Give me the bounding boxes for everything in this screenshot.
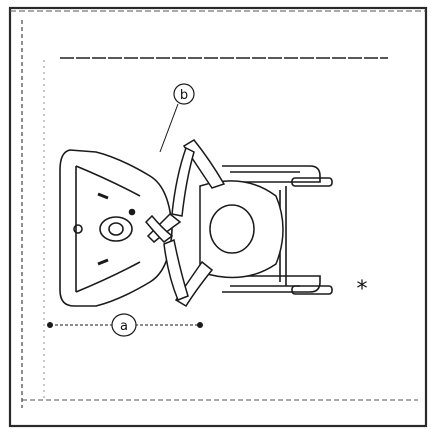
dimension-a-end-left — [47, 322, 53, 328]
label-a-text: a — [120, 319, 128, 334]
label-b-leader-line — [159, 103, 179, 153]
wheel-bottom — [291, 285, 333, 295]
label-b-text: b — [180, 88, 188, 103]
toilet-hinge-top — [97, 192, 109, 200]
toilet — [59, 149, 173, 307]
dimension-a-end-right — [197, 322, 203, 328]
label-a-circle — [111, 313, 137, 337]
wheel-top — [291, 177, 333, 187]
toilet-bolt — [128, 208, 136, 216]
toilet-bowl — [99, 216, 133, 242]
dimension-a-group: a — [47, 313, 203, 337]
asterisk-mark: * — [357, 277, 368, 302]
person-forearm-top — [171, 146, 195, 217]
outer-frame — [8, 6, 428, 428]
person-forearm-bottom — [163, 238, 189, 301]
toilet-flush-button — [73, 224, 83, 234]
label-b-circle — [173, 83, 195, 105]
person — [144, 139, 284, 308]
wheelchair-rail-top — [222, 165, 321, 183]
toilet-inner-rim — [75, 165, 141, 293]
toilet-hinge-bottom — [97, 258, 109, 266]
label-b-group: b — [159, 83, 195, 153]
person-head — [209, 204, 255, 254]
person-hand-bottom — [144, 214, 174, 243]
wheelchair-rail-bottom — [222, 275, 321, 293]
toilet-tank-outline — [59, 149, 173, 307]
toilet-drain — [108, 222, 124, 236]
